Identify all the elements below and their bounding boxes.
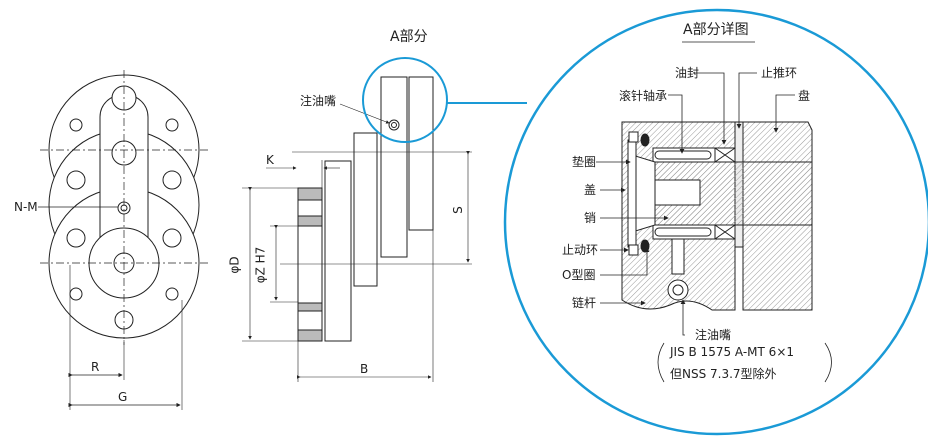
k-dimension-label: K [266, 153, 274, 167]
washer-label: 垫圈 [572, 155, 597, 169]
phi-z-label: φZ H7 [253, 246, 268, 284]
g-dimension-label: G [118, 390, 128, 404]
note-line-1: JIS B 1575 A-MT 6×1 [670, 345, 795, 359]
detail-view [596, 41, 832, 383]
oil-seal-label: 油封 [675, 66, 700, 80]
note-line-2: 但NSS 7.3.7型除外 [670, 367, 777, 381]
side-view [242, 76, 472, 382]
detail-grease-nipple-label: 注油嘴 [695, 328, 732, 342]
s-dimension-label: S [450, 206, 465, 214]
a-part-label: A部分 [390, 29, 428, 45]
front-view [38, 70, 210, 410]
needle-bearing-label: 滚针轴承 [619, 89, 668, 103]
thrust-ring-label: 止推环 [761, 66, 798, 80]
o-ring-label: O型圈 [562, 268, 596, 282]
disc-label: 盘 [798, 89, 811, 103]
pin-label: 销 [584, 211, 597, 225]
snap-ring-label: 止动环 [562, 243, 599, 257]
nm-label: N-M [14, 200, 38, 214]
cover-label: 盖 [584, 183, 597, 197]
b-dimension-label: B [360, 362, 369, 376]
grease-nipple-label: 注油嘴 [300, 94, 337, 108]
detail-title: A部分详图 [683, 22, 749, 38]
r-dimension-label: R [91, 360, 100, 374]
phi-d-label: φD [227, 256, 242, 274]
a-part-circle [362, 57, 448, 143]
link-label: 链杆 [572, 296, 597, 310]
